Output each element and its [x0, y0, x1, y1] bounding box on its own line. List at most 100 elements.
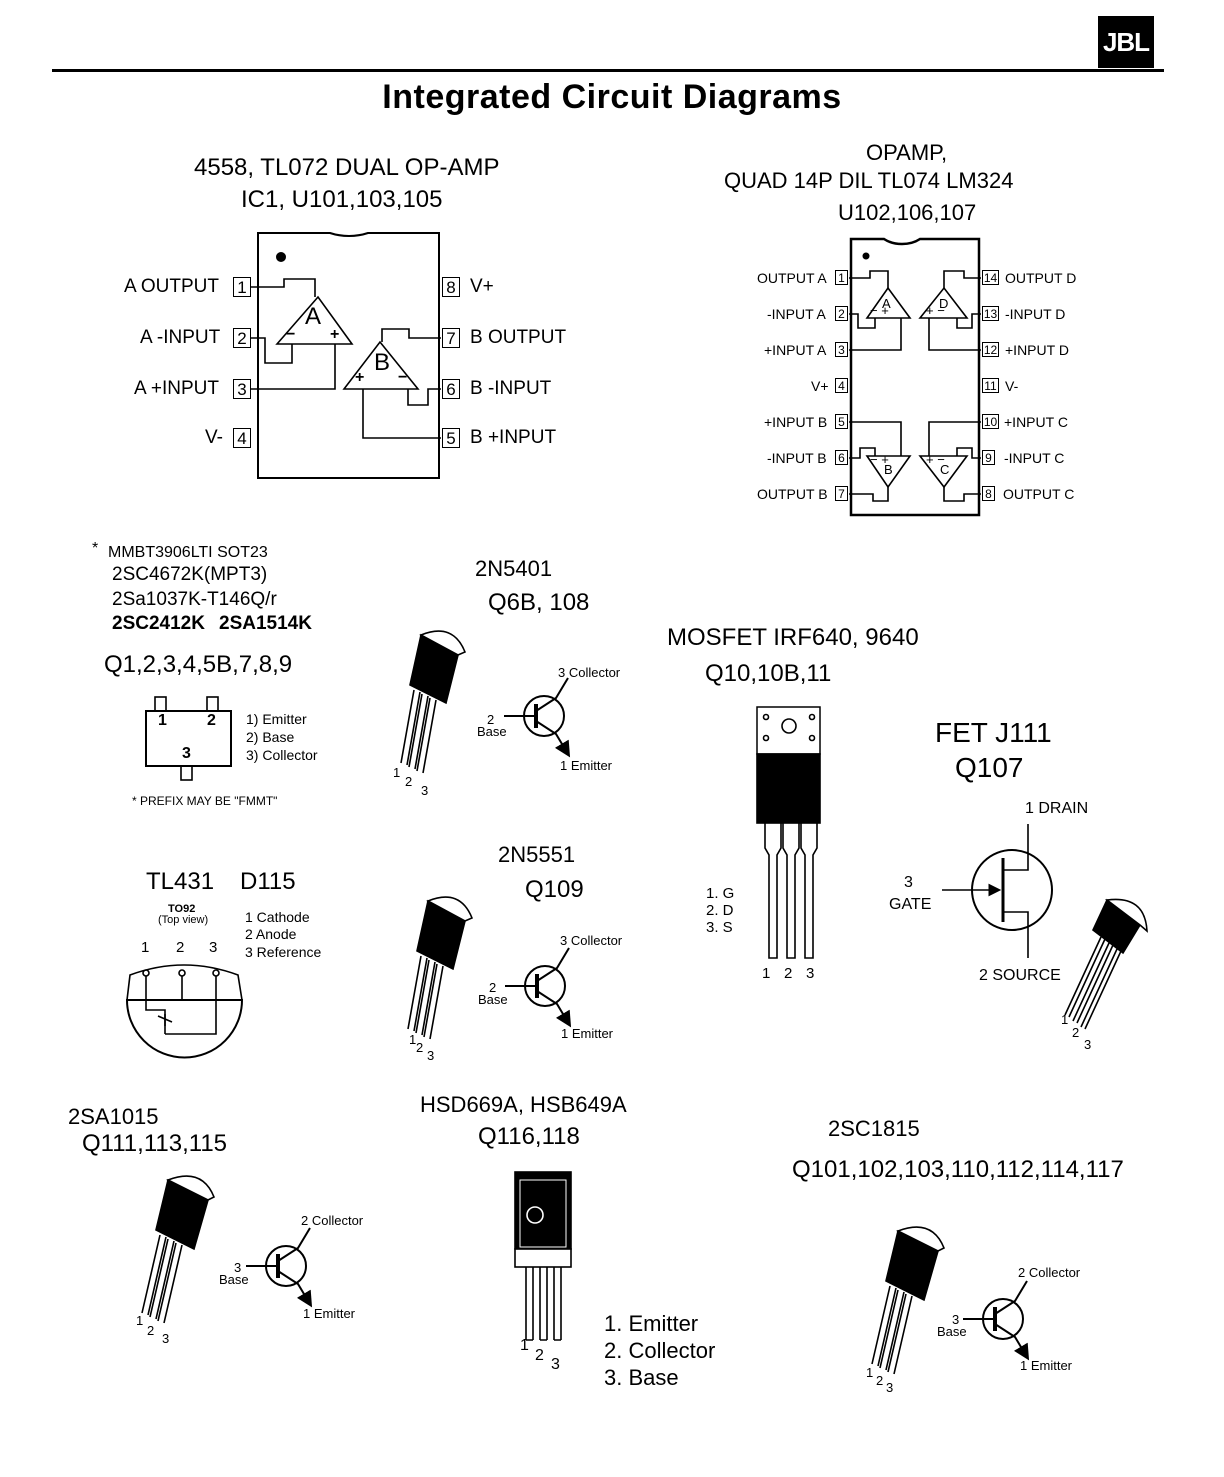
to92-2sc1815 [871, 1226, 946, 1375]
dual-pin-label: A -INPUT [140, 327, 221, 348]
quad-pin-number: 5 [835, 414, 848, 429]
q-2n5401-collector: 3 Collector [558, 665, 621, 680]
fet-gate-num: 3 [904, 874, 913, 891]
dual-pin-number: 8 [442, 277, 460, 297]
mosfet-body [756, 753, 821, 824]
quad-pin-number: 13 [982, 306, 999, 321]
fet-refs: Q107 [955, 752, 1024, 783]
quad-pin-label: -INPUT C [1004, 450, 1065, 466]
q-2sc1815-collector: 2 Collector [1018, 1265, 1081, 1280]
tl431-legend: 3 Reference [245, 944, 322, 960]
q-2sa1015-refs: Q111,113,115 [82, 1130, 228, 1157]
dual-pin-number: 3 [233, 379, 251, 399]
to92-j111 [1064, 898, 1148, 1030]
quad-amp-label: D [939, 296, 949, 311]
tl431-view: (Top view) [158, 914, 209, 926]
quad-pin-label: OUTPUT D [1005, 270, 1077, 286]
jbl-logo: JBL [1098, 16, 1154, 68]
mosfet-pin-d: 2. D [706, 902, 734, 919]
page-title: Integrated Circuit Diagrams [382, 78, 842, 116]
dual-pin-number: 2 [233, 328, 251, 348]
dual-pin-number: 6 [442, 379, 460, 399]
q-2sa1015-emitter: 1 Emitter [303, 1306, 356, 1321]
quad-pin-label: OUTPUT B [757, 486, 828, 502]
q-2n5401-refs: Q6B, 108 [488, 589, 590, 616]
quad-pin-label: V- [1005, 378, 1019, 394]
quad-pin-label: -INPUT A [767, 306, 826, 322]
q-2n5551-base: Base [478, 992, 508, 1007]
bjt-symbol-2sa1015 [246, 1227, 313, 1308]
q-2sc1815-emitter: 1 Emitter [1020, 1358, 1073, 1373]
dual-pin-label: V- [205, 427, 223, 448]
q-2n5401-base-num: 2 [487, 712, 495, 727]
sot23-part-4b: 2SA1514K [219, 613, 312, 634]
q-2sc1815-base-num: 3 [952, 1312, 960, 1327]
quad-pin-number: 8 [982, 486, 995, 501]
fet-drain: 1 DRAIN [1025, 800, 1089, 817]
quad-pin-number: 1 [835, 270, 848, 285]
quad-amp-label: A [882, 296, 891, 311]
quad-pin-number: 12 [982, 342, 999, 357]
quad-pin-label: +INPUT A [764, 342, 827, 358]
quad-pin-number: 3 [835, 342, 848, 357]
quad-pin-number: 2 [835, 306, 848, 321]
q-hsd-legend: 2. Collector [604, 1338, 716, 1363]
sot23-note: * PREFIX MAY BE "FMMT" [132, 794, 278, 808]
sot23-part-3: 2Sa1037K-T146Q/r [112, 589, 277, 610]
q-2sa1015-base-num: 3 [234, 1260, 242, 1275]
q-hsd-part: HSD669A, HSB649A [420, 1092, 627, 1117]
q-2sa1015-collector: 2 Collector [301, 1213, 364, 1228]
header-rule [52, 69, 1164, 72]
sot23-legend: 1) Emitter [246, 711, 307, 727]
quad-pin-label: OUTPUT C [1003, 486, 1075, 502]
mosfet-pin-g: 1. G [706, 885, 735, 902]
dual-pin-number: 5 [442, 428, 460, 448]
sot23-legend: 2) Base [246, 729, 295, 745]
bjt-symbol-2sc1815 [963, 1280, 1030, 1361]
opamp-a-triangle [275, 295, 354, 345]
quad-opamp-subtitle: QUAD 14P DIL TL074 LM324 [724, 168, 1014, 193]
dual-pin-number: 1 [233, 277, 251, 297]
quad-pin-number: 6 [835, 450, 848, 465]
quad-pin-number: 11 [982, 378, 999, 393]
quad-pin-number: 4 [835, 378, 848, 393]
mosfet-refs: Q10,10B,11 [705, 660, 832, 687]
fet-gate: GATE [889, 896, 932, 913]
q-2sc1815-refs: Q101,102,103,110,112,114,117 [792, 1156, 1124, 1183]
fet-source: 2 SOURCE [979, 967, 1061, 984]
q-2n5551-collector: 3 Collector [560, 933, 623, 948]
q-2sc1815-part: 2SC1815 [828, 1116, 920, 1141]
sot23-star: * [92, 540, 99, 557]
bjt-symbol-2n5551 [505, 947, 572, 1028]
quad-opamp-title: OPAMP, [866, 140, 948, 165]
tl431-pkg: TO92 [168, 903, 196, 915]
dual-pin-label: B +INPUT [470, 427, 557, 448]
dual-pin-label: A OUTPUT [124, 276, 220, 297]
q-2n5551-refs: Q109 [525, 876, 584, 903]
to92-2n5551 [407, 896, 474, 1040]
sot23-pin: 1 [158, 712, 167, 729]
dual-ic-dot [276, 252, 286, 262]
quad-pin-label: V+ [811, 378, 829, 394]
dual-pin-label: B OUTPUT [470, 327, 567, 348]
quad-pin-label: -INPUT D [1005, 306, 1066, 322]
sot23-pin: 2 [207, 712, 216, 729]
quad-pin-number: 9 [982, 450, 995, 465]
q-2n5401-base: Base [477, 724, 507, 739]
dual-opamp-refs: IC1, U101,103,105 [241, 186, 443, 213]
q-2n5401-emitter: 1 Emitter [560, 758, 613, 773]
dual-pin-number: 7 [442, 328, 460, 348]
tl431-legend: 1 Cathode [245, 909, 310, 925]
quad-pin-label: OUTPUT A [757, 270, 827, 286]
q-2sa1015-base: Base [219, 1272, 249, 1287]
dual-pin-label: B -INPUT [470, 378, 552, 399]
quad-pin-number: 10 [982, 414, 999, 429]
mosfet-title: MOSFET IRF640, 9640 [667, 624, 919, 651]
opamp-b-label: B [374, 349, 391, 376]
sot23-legend: 3) Collector [246, 747, 318, 763]
opamp-b-triangle [342, 340, 420, 390]
q-2n5551-emitter: 1 Emitter [561, 1026, 614, 1041]
quad-amp-label: C [940, 462, 950, 477]
tl431-legend: 2 Anode [245, 926, 297, 942]
